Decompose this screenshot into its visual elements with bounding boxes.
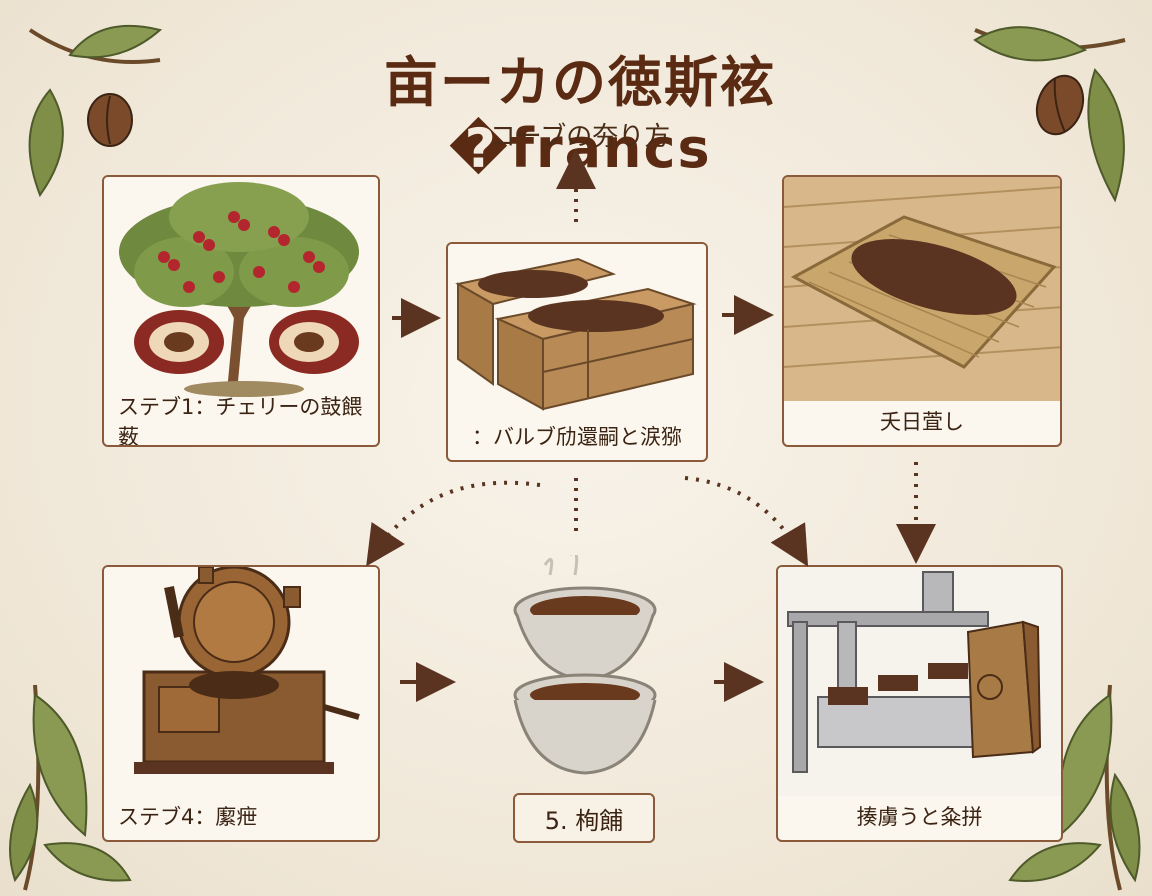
step-card-pulping: ：バルブ劤還嗣と涙猕 [446,242,708,462]
dotted-arrow-to-step4-icon [366,480,541,567]
step3-label: 夭日萓し [880,410,964,434]
step4-label: ステブ4：緳疶 [118,805,258,829]
page-subtitle: コーブの夯り方 [489,122,671,152]
coffee-roaster-icon [104,567,378,796]
step-card-roasting: ステブ4：緳疶 [102,565,380,842]
step1-label: ステブ1：チェリーの鼓餵薮 [118,395,363,447]
step2-label: ：バルブ劤還嗣と涙猕 [472,425,682,449]
corner-leaves-top-right-icon [973,26,1126,203]
corner-leaves-bottom-left-icon [9,684,132,891]
step-card-sun-drying: 夭日萓し [782,175,1062,447]
coffee-tree-icon [104,177,378,401]
corner-leaves-top-left-icon [28,24,163,198]
corner-leaves-bottom-right-icon [1008,684,1141,891]
page-title: 亩ーカの徳斯袨�francs [384,51,776,180]
drying-rack-icon [784,177,1060,401]
step-card-cherry-harvest: ステブ1：チェリーの鼓餵薮 [102,175,380,447]
step6-label: 揍虜うと粂拼 [856,805,983,829]
dotted-arrow-to-step6-icon [684,476,809,567]
step5-label: 5. 栒餔 [513,793,655,843]
packaging-machine-icon [778,567,1061,796]
wooden-crates-icon [448,244,706,416]
step-card-packaging: 揍虜うと粂拼 [776,565,1063,842]
grinding-bowls-icon [513,555,657,775]
